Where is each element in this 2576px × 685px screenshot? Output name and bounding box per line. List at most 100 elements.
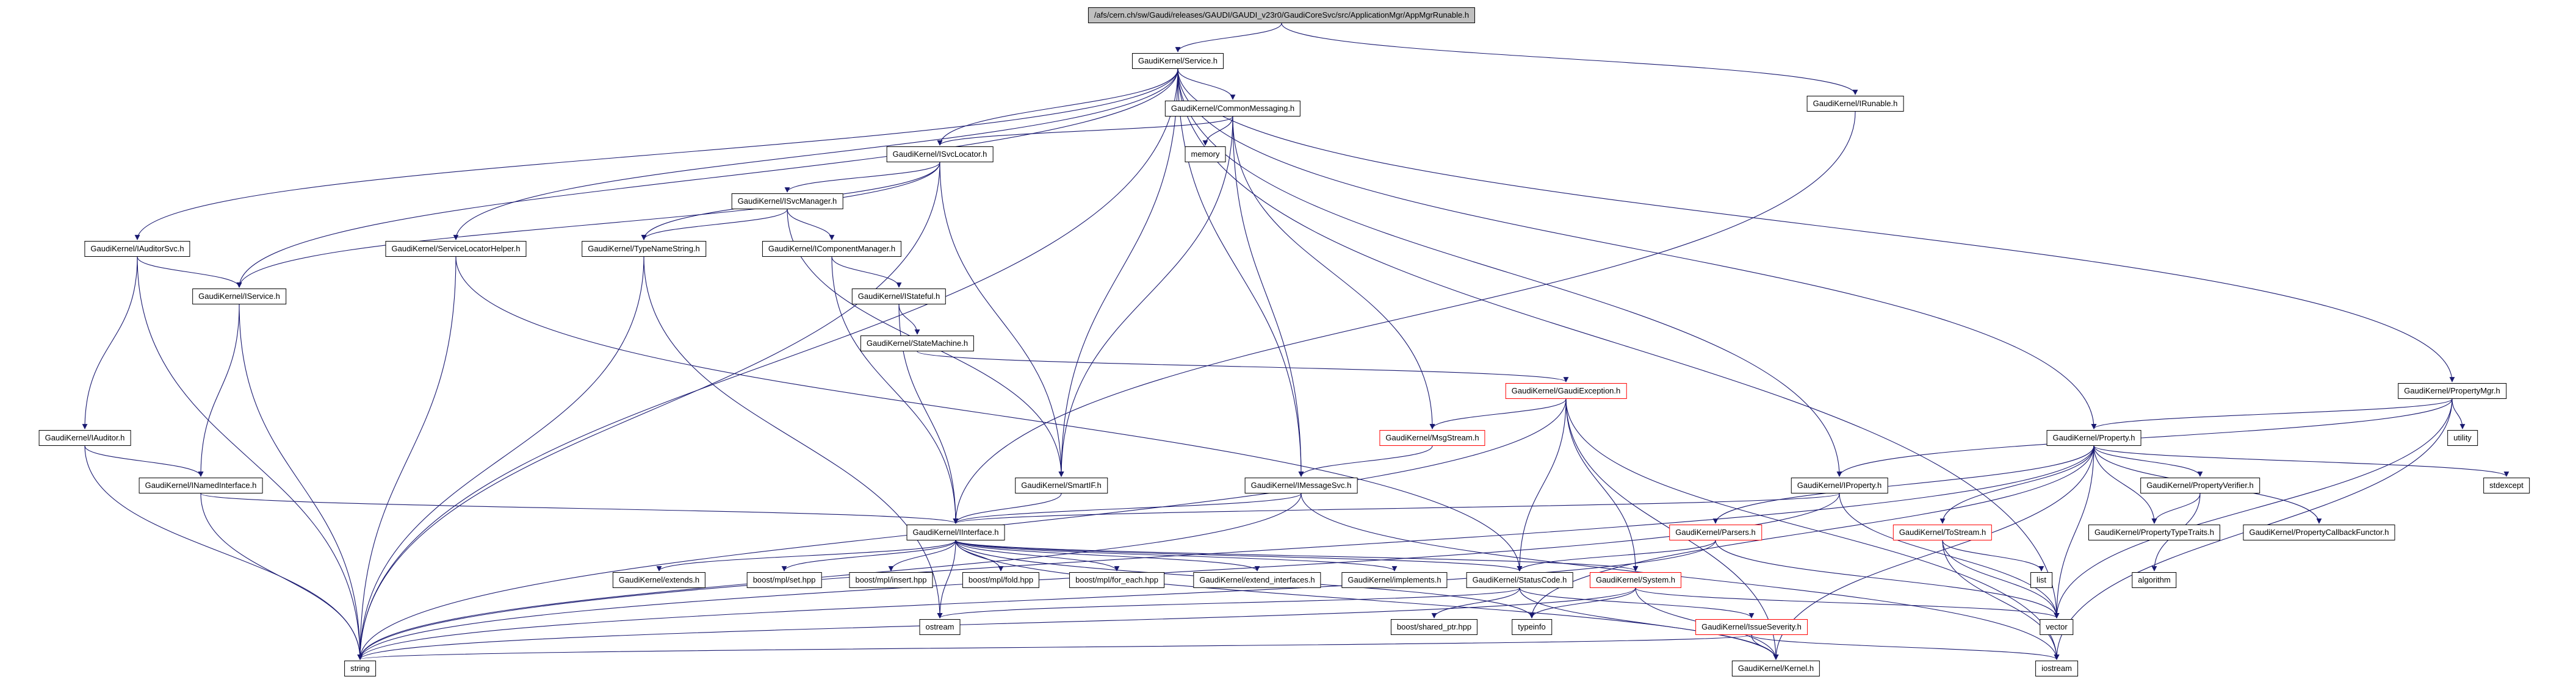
graph-node-extends[interactable]: GaudiKernel/extends.h <box>612 572 706 588</box>
graph-node-iauditor[interactable]: GaudiKernel/IAuditor.h <box>38 430 131 446</box>
include-edge-gaudiexception-system <box>1565 398 1639 572</box>
graph-node-svclochelper[interactable]: GaudiKernel/ServiceLocatorHelper.h <box>385 241 527 257</box>
include-edge-service-svclochelper <box>453 68 1178 240</box>
graph-node-memory[interactable]: memory <box>1185 146 1226 162</box>
graph-node-isvcmanager[interactable]: GaudiKernel/ISvcManager.h <box>731 193 843 209</box>
graph-node-implements[interactable]: GaudiKernel/implements.h <box>1341 572 1448 588</box>
include-edge-property-parsers <box>1712 445 2094 524</box>
include-edge-commonmessaging-msgstream <box>1232 116 1435 429</box>
graph-node-propertymgr[interactable]: GaudiKernel/PropertyMgr.h <box>2398 383 2506 399</box>
graph-node-icompmgr[interactable]: GaudiKernel/IComponentManager.h <box>762 241 902 257</box>
graph-node-kernel[interactable]: GaudiKernel/Kernel.h <box>1731 661 1820 676</box>
graph-node-istateful[interactable]: GaudiKernel/IStateful.h <box>851 289 947 304</box>
graph-node-stdexcept[interactable]: stdexcept <box>2483 478 2530 493</box>
include-edge-service-vector <box>1177 68 2060 619</box>
include-edge-service-iauditorsvc <box>134 68 1178 240</box>
graph-node-iostream[interactable]: iostream <box>2035 661 2078 676</box>
include-edge-propertymgr-property <box>2091 398 2453 429</box>
include-edge-gaudiexception-msgstream <box>1429 398 1567 429</box>
include-edge-iservice-inamedinterface <box>198 304 240 477</box>
include-edge-service-smartif <box>1058 68 1178 477</box>
include-edge-commonmessaging-imessagesvc <box>1232 116 1304 477</box>
include-edge-propertymgr-vector <box>2054 398 2453 619</box>
include-edge-iinterface-system <box>955 540 1639 572</box>
include-edge-istateful-statemachine <box>898 304 920 335</box>
include-edge-property-tostream <box>1939 445 2094 524</box>
include-edge-typenamestring-ostream <box>643 256 943 619</box>
include-edge-property-stdexcept <box>2093 445 2509 477</box>
graph-node-utility[interactable]: utility <box>2447 430 2478 446</box>
graph-node-tostream[interactable]: GaudiKernel/ToStream.h <box>1892 525 1993 540</box>
include-edge-irunable-iinterface <box>953 111 1856 524</box>
include-edge-smartif-iinterface <box>953 493 1062 524</box>
include-edge-service-imessagesvc <box>1177 68 1304 477</box>
include-edge-root-irunable <box>1281 23 1858 95</box>
graph-node-extendifaces[interactable]: GaudiKernel/extend_interfaces.h <box>1193 572 1321 588</box>
graph-node-iinterface[interactable]: GaudiKernel/IInterface.h <box>906 525 1005 540</box>
graph-node-commonmessaging[interactable]: GaudiKernel/CommonMessaging.h <box>1164 101 1301 117</box>
graph-node-iproperty[interactable]: GaudiKernel/IProperty.h <box>1791 478 1888 493</box>
include-edge-imessagesvc-string <box>357 493 1302 660</box>
include-edge-property-propverifier <box>2093 445 2203 477</box>
include-edge-icompmgr-iinterface <box>831 256 959 524</box>
include-edge-service-isvclocator <box>937 68 1178 146</box>
graph-node-proptypetraits[interactable]: GaudiKernel/PropertyTypeTraits.h <box>2088 525 2221 540</box>
graph-node-mplforeach[interactable]: boost/mpl/for_each.hpp <box>1069 572 1164 588</box>
graph-node-propcallback[interactable]: GaudiKernel/PropertyCallbackFunctor.h <box>2243 525 2395 540</box>
include-edge-imessagesvc-iinterface <box>953 493 1302 524</box>
include-edge-service-commonmessaging <box>1177 68 1236 100</box>
graph-node-property[interactable]: GaudiKernel/Property.h <box>2046 430 2141 446</box>
graph-node-statuscode[interactable]: GaudiKernel/StatusCode.h <box>1466 572 1573 588</box>
graph-node-propverifier[interactable]: GaudiKernel/PropertyVerifier.h <box>2140 478 2260 493</box>
include-edge-service-property <box>1177 68 2097 429</box>
graph-node-isvclocator[interactable]: GaudiKernel/ISvcLocator.h <box>886 146 994 162</box>
include-edge-propertymgr-utility <box>2452 398 2466 429</box>
graph-node-service[interactable]: GaudiKernel/Service.h <box>1131 53 1224 69</box>
graph-node-mplinsert[interactable]: boost/mpl/insert.hpp <box>849 572 933 588</box>
include-edge-isvclocator-iservice <box>236 162 940 288</box>
include-edge-iinterface-mplset <box>781 540 956 572</box>
include-edge-gaudiexception-iostream <box>1565 398 2060 660</box>
graph-node-string[interactable]: string <box>344 661 376 676</box>
include-edge-commonmessaging-smartif <box>1058 116 1233 477</box>
include-edge-propertymgr-iproperty <box>1836 398 2453 477</box>
graph-node-sharedptr[interactable]: boost/shared_ptr.hpp <box>1390 619 1478 635</box>
include-edge-inamedinterface-string <box>200 493 363 660</box>
graph-node-parsers[interactable]: GaudiKernel/Parsers.h <box>1669 525 1762 540</box>
graph-node-mplset[interactable]: boost/mpl/set.hpp <box>746 572 822 588</box>
graph-node-mplfold[interactable]: boost/mpl/fold.hpp <box>962 572 1040 588</box>
graph-node-issueseverity[interactable]: GaudiKernel/IssueSeverity.h <box>1695 619 1808 635</box>
include-edge-root-service <box>1175 23 1282 52</box>
graph-node-inamedinterface[interactable]: GaudiKernel/INamedInterface.h <box>139 478 263 493</box>
include-edge-msgstream-imessagesvc <box>1298 445 1433 477</box>
graph-node-iauditorsvc[interactable]: GaudiKernel/IAuditorSvc.h <box>84 241 190 257</box>
include-edge-iinterface-extendifaces <box>955 540 1260 572</box>
include-edge-isvclocator-isvcmanager <box>784 162 940 193</box>
graph-node-typenamestring[interactable]: GaudiKernel/TypeNameString.h <box>582 241 706 257</box>
include-edge-svclochelper-string <box>357 256 456 660</box>
include-edge-system-string <box>357 587 1636 660</box>
include-edge-service-propertymgr <box>1177 68 2455 382</box>
graph-node-statemachine[interactable]: GaudiKernel/StateMachine.h <box>860 335 975 351</box>
graph-node-smartif[interactable]: GaudiKernel/SmartIF.h <box>1015 478 1108 493</box>
include-edge-statuscode-ostream <box>937 587 1520 619</box>
graph-node-iservice[interactable]: GaudiKernel/IService.h <box>192 289 286 304</box>
include-edge-svclochelper-statuscode <box>455 256 1523 572</box>
graph-node-gaudiexception[interactable]: GaudiKernel/GaudiException.h <box>1505 383 1627 399</box>
include-edge-service-string <box>357 68 1178 660</box>
include-edge-tostream-list <box>1942 540 2044 572</box>
graph-node-typeinfo[interactable]: typeinfo <box>1512 619 1552 635</box>
graph-node-system[interactable]: GaudiKernel/System.h <box>1589 572 1682 588</box>
include-edge-parsers-statuscode <box>1517 540 1716 572</box>
include-edge-iinterface-mplforeach <box>955 540 1120 572</box>
graph-node-irunable[interactable]: GaudiKernel/IRunable.h <box>1806 96 1904 112</box>
graph-node-msgstream[interactable]: GaudiKernel/MsgStream.h <box>1379 430 1485 446</box>
graph-node-imessagesvc[interactable]: GaudiKernel/IMessageSvc.h <box>1244 478 1358 493</box>
graph-node-algorithm[interactable]: algorithm <box>2132 572 2177 588</box>
graph-node-vector[interactable]: vector <box>2040 619 2074 635</box>
graph-node-list[interactable]: list <box>2030 572 2052 588</box>
include-edge-statuscode-issueseverity <box>1519 587 1755 619</box>
graph-node-ostream[interactable]: ostream <box>919 619 961 635</box>
include-edge-iproperty-vector <box>1839 493 2060 619</box>
